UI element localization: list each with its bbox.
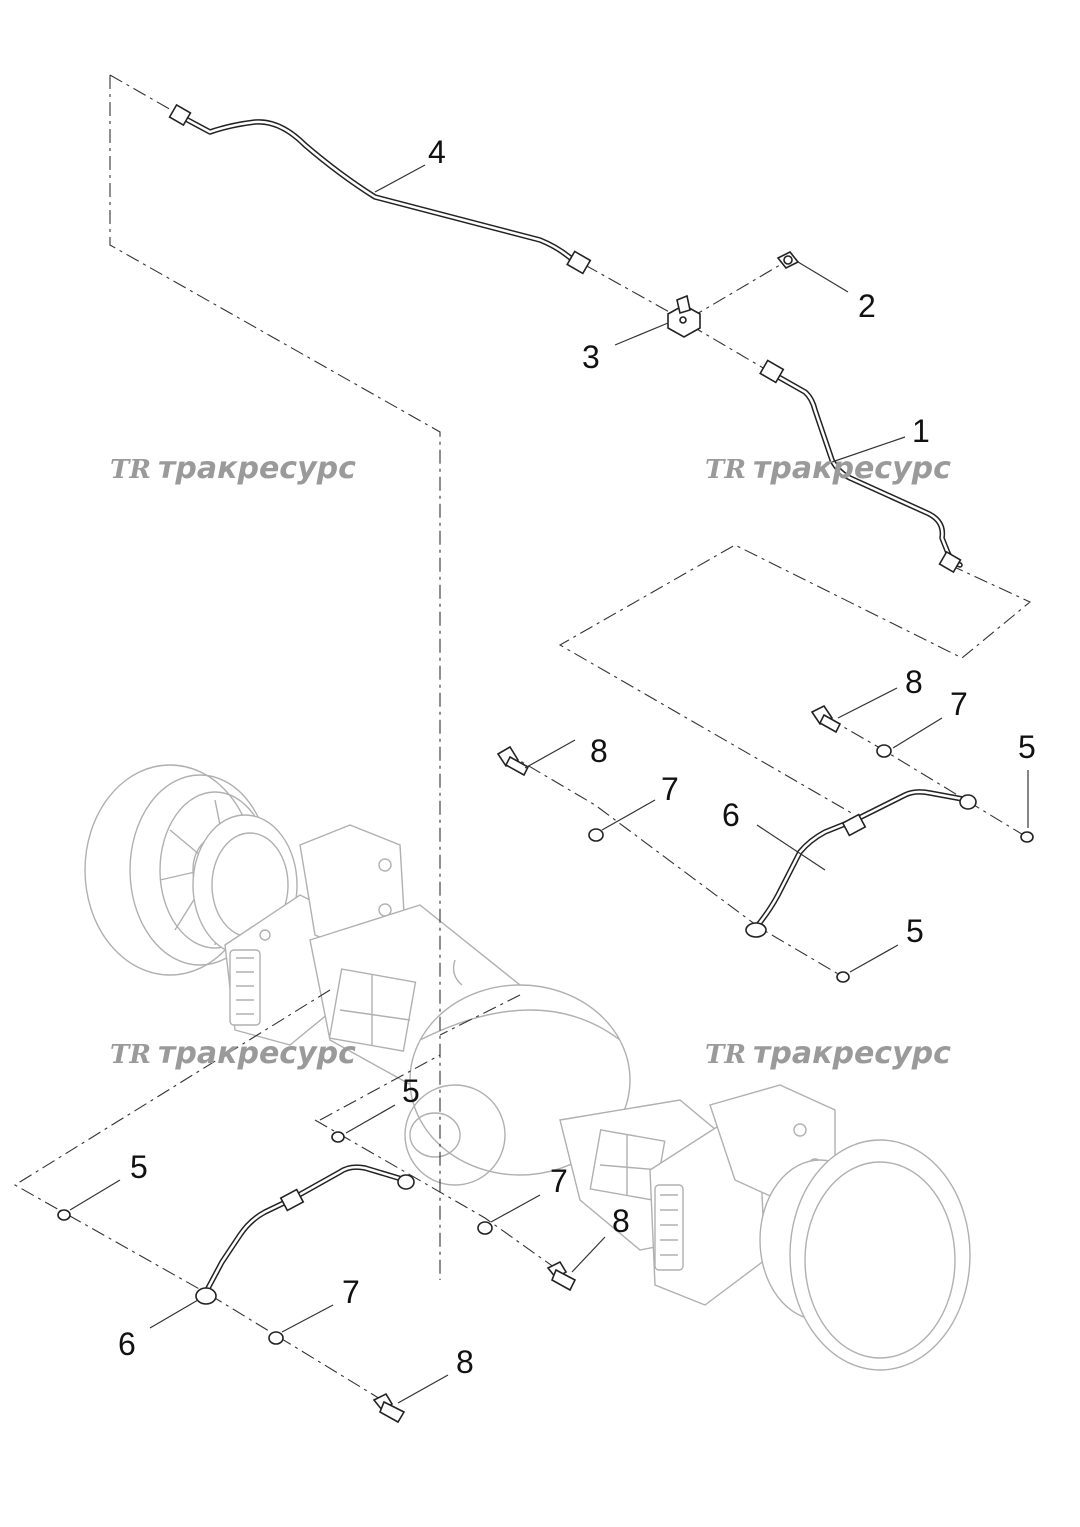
watermark-bottom-right: TR тракресурс [705,1036,951,1071]
washers-7 [268,744,892,1345]
watermark-bottom-left: TR тракресурс [110,1036,356,1071]
brake-pipe-6-left [195,1164,415,1305]
callout-7-a: 7 [950,686,968,722]
callout-8-d: 8 [456,1344,474,1380]
brake-pipe-6-right [745,789,977,938]
dash-lines [13,74,1032,1406]
leader-lines [69,164,1029,1404]
watermark-logo: TR [705,1040,746,1070]
callout-5-b: 5 [906,913,924,949]
callout-6-a: 6 [722,797,740,833]
callout-5-c: 5 [402,1073,420,1109]
brake-pipe-4 [168,103,592,275]
callout-8-a: 8 [905,664,923,700]
callout-8-c: 8 [612,1203,630,1239]
watermark-text: тракресурс [753,451,951,486]
watermark-text: тракресурс [753,1036,951,1071]
callout-7-c: 7 [550,1163,568,1199]
banjo-bolt-8-d [372,1392,406,1424]
seals-5 [57,831,1034,1221]
watermark-text: тракресурс [158,1036,356,1071]
watermark-logo: TR [705,455,746,485]
callout-4: 4 [428,134,446,170]
banjo-bolt-8-a [810,704,842,734]
callout-6-b: 6 [118,1326,136,1362]
watermark-logo: TR [110,455,151,485]
tee-fitting-3 [667,294,701,338]
callouts: 4 2 3 1 8 7 5 8 7 6 5 5 5 7 8 7 6 8 [118,134,1036,1380]
banjo-bolt-8-c [546,1260,577,1292]
watermark-text: тракресурс [158,451,356,486]
axle-assembly-ghost [84,764,971,1371]
callout-2: 2 [858,288,876,324]
bleed-screw-2 [776,250,800,270]
brake-pipe-1 [759,359,963,574]
watermark-top-right: TR тракресурс [705,451,951,486]
callout-5-d: 5 [130,1149,148,1185]
callout-1: 1 [912,413,930,449]
callout-7-b: 7 [661,771,679,807]
banjo-bolt-8-b [496,745,530,777]
callout-7-d: 7 [342,1274,360,1310]
callout-3: 3 [582,339,600,375]
callout-5-a: 5 [1018,729,1036,765]
watermark-top-left: TR тракресурс [110,451,356,486]
callout-8-b: 8 [590,733,608,769]
watermark-logo: TR [110,1040,151,1070]
